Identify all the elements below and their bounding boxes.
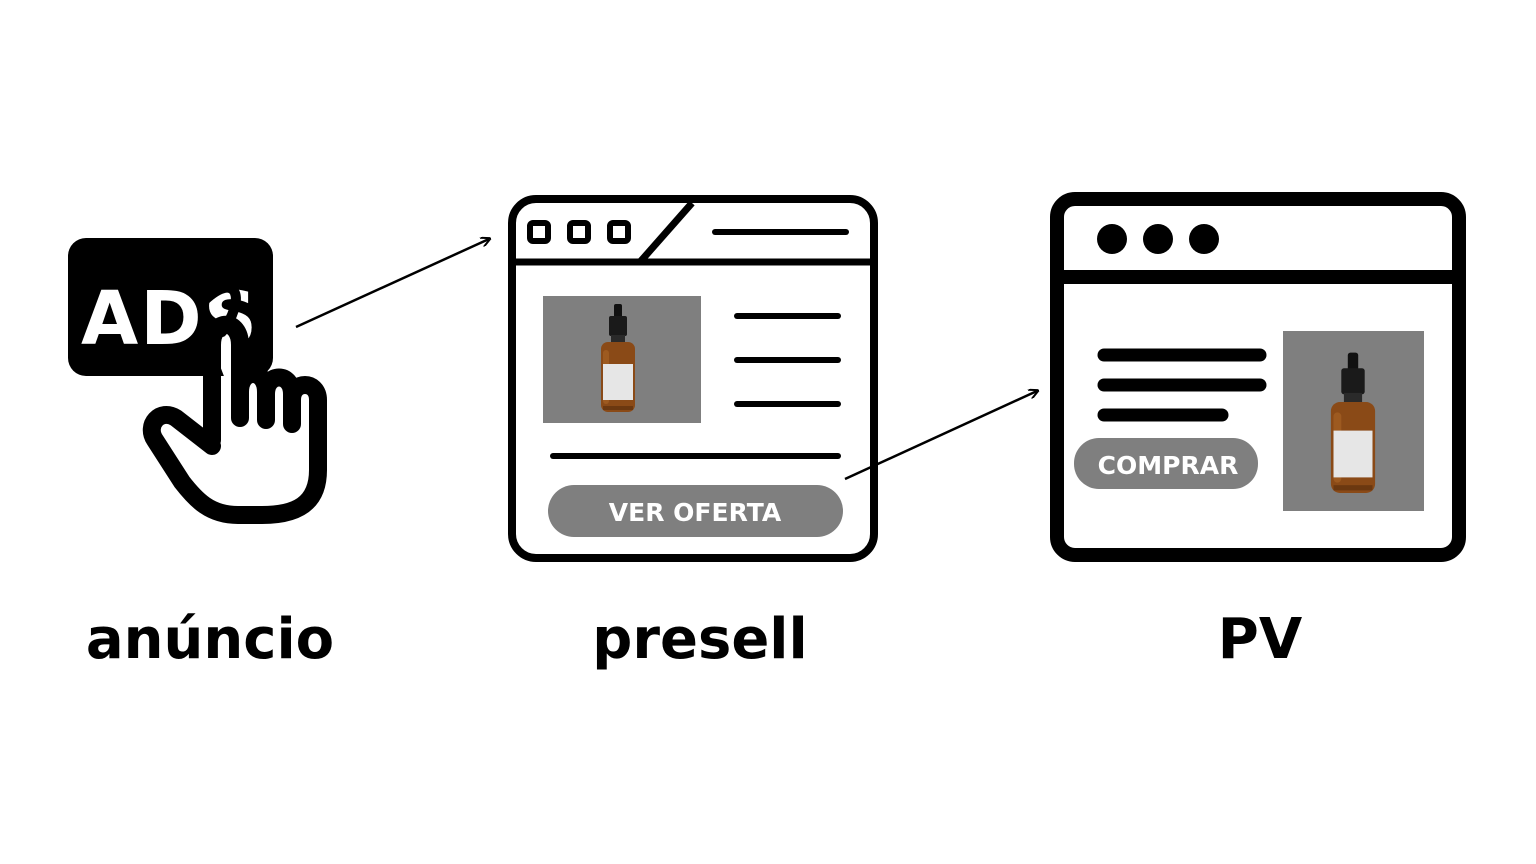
stage-label-presell: presell xyxy=(550,600,850,680)
stage-label-anuncio: anúncio xyxy=(60,600,360,680)
stage-label-pv: PV xyxy=(1110,600,1410,680)
presell-window: VER OFERTA xyxy=(512,199,874,558)
window-dot-icon xyxy=(1189,224,1219,254)
comprar-button-label: COMPRAR xyxy=(1098,451,1239,480)
ver-oferta-button-label: VER OFERTA xyxy=(609,498,782,527)
pointing-hand-icon: ADS xyxy=(68,238,318,515)
pv-window: COMPRAR xyxy=(1057,199,1459,555)
window-dot-icon xyxy=(1097,224,1127,254)
arrow-right-icon xyxy=(296,239,489,327)
window-dot-icon xyxy=(1143,224,1173,254)
